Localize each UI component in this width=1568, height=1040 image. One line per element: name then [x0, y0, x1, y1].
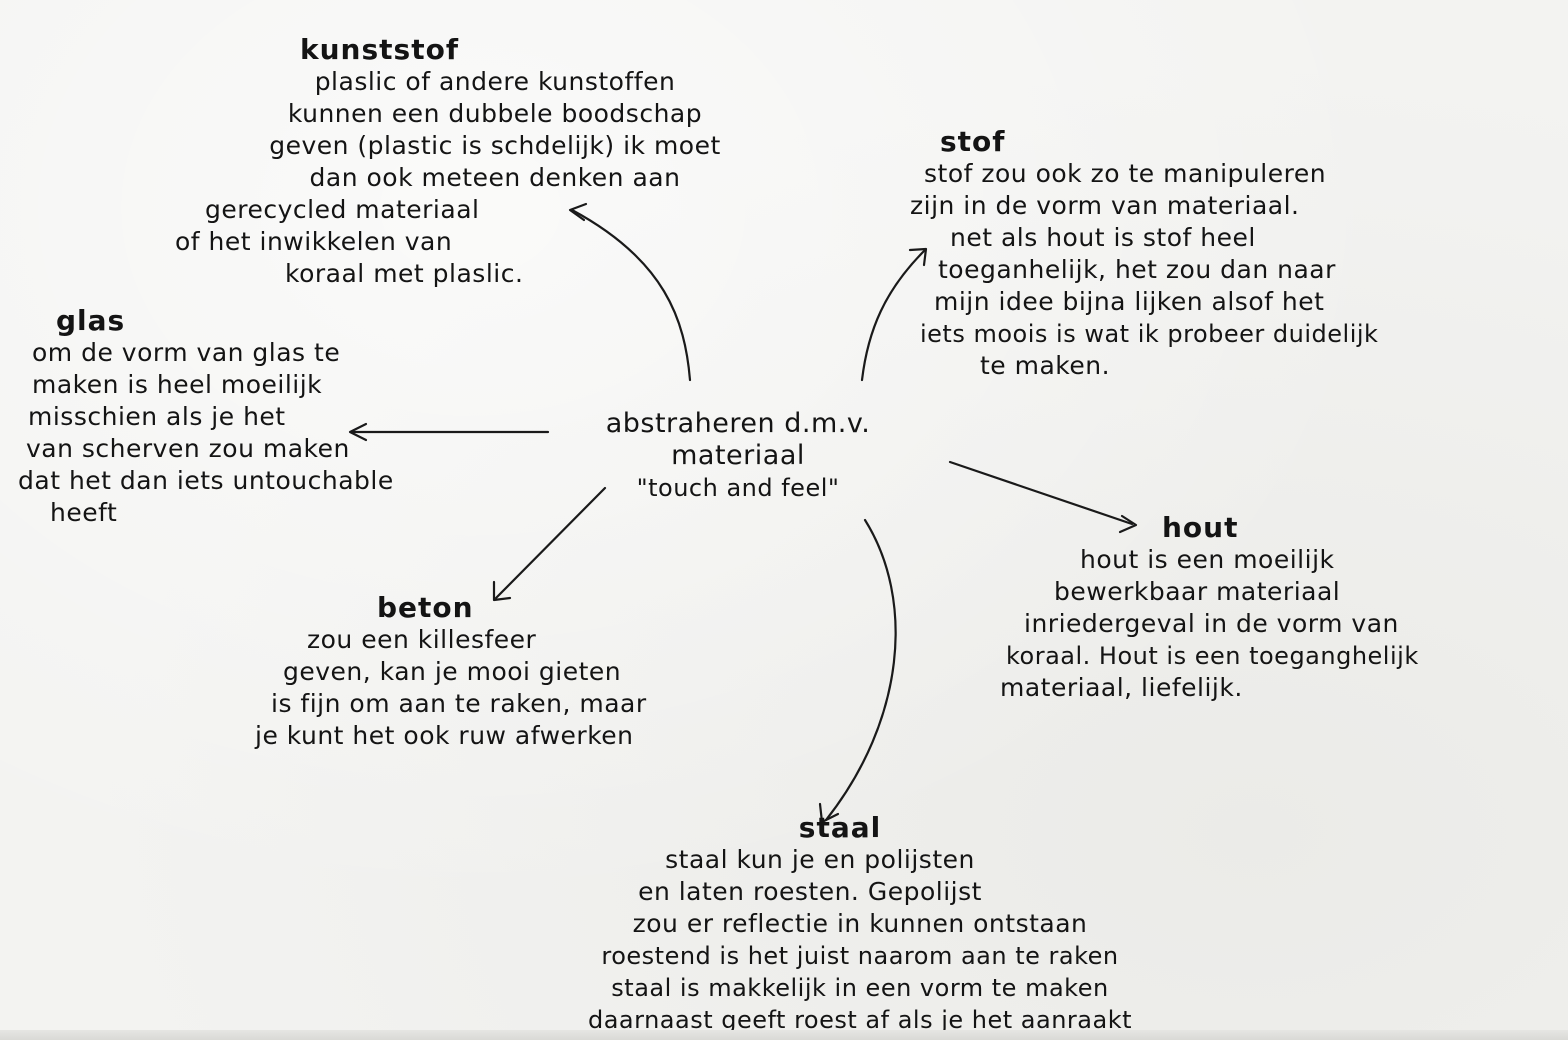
node-line: heeft	[50, 498, 118, 527]
node-line: of het inwikkelen van	[175, 227, 453, 256]
node-stof: stof stof zou ook zo te manipuleren zijn…	[910, 126, 1550, 382]
node-line: maken is heel moeilijk	[32, 370, 323, 399]
node-line: staal kun je en polijsten	[665, 845, 975, 874]
node-line: geven (plastic is schdelijk) ik moet	[269, 131, 721, 160]
node-line: misschien als je het	[28, 402, 286, 431]
node-line: toeganhelijk, het zou dan naar	[938, 255, 1336, 284]
node-title-staal: staal	[798, 811, 882, 844]
node-line: kunnen een dubbele boodschap	[287, 99, 703, 128]
node-line: om de vorm van glas te	[32, 338, 341, 367]
node-line: en laten roesten. Gepolijst	[638, 877, 982, 906]
node-line: bewerkbaar materiaal	[1054, 577, 1341, 606]
center-line-2: materiaal	[671, 440, 805, 471]
node-line: daarnaast geeft roest af als je het aanr…	[587, 1006, 1132, 1034]
node-title-hout: hout	[1162, 511, 1239, 544]
node-line: zou er reflectie in kunnen ontstaan	[632, 909, 1088, 938]
node-line: net als hout is stof heel	[950, 223, 1256, 252]
center-line-3: "touch and feel"	[636, 474, 840, 502]
center-topic: abstraheren d.m.v. materiaal "touch and …	[568, 408, 908, 504]
node-line: dan ook meteen denken aan	[309, 163, 681, 192]
node-line: van scherven zou maken	[26, 434, 350, 463]
node-hout: hout hout is een moeilijk bewerkbaar mat…	[1000, 512, 1560, 704]
node-line: geven, kan je mooi gieten	[283, 657, 622, 686]
node-line: zou een killesfeer	[307, 625, 537, 654]
node-beton: beton zou een killesfeer geven, kan je m…	[255, 592, 815, 752]
arrow-to-kunststof	[570, 208, 692, 382]
node-line: materiaal, liefelijk.	[1000, 673, 1243, 702]
center-line-1: abstraheren d.m.v.	[605, 408, 871, 439]
page-bottom-edge	[0, 1030, 1568, 1040]
node-title-beton: beton	[377, 591, 474, 624]
arrow-to-stof	[860, 248, 927, 382]
node-line: te maken.	[980, 351, 1111, 380]
node-title-kunststof: kunststof	[300, 33, 460, 66]
node-line: is fijn om aan te raken, maar	[271, 689, 647, 718]
arrowhead-hout	[1118, 514, 1138, 534]
arrowhead-staal	[818, 802, 840, 824]
node-title-glas: glas	[56, 304, 126, 337]
arrowhead-beton	[492, 580, 512, 602]
node-glas: glas om de vorm van glas te maken is hee…	[18, 305, 538, 529]
node-line: gerecycled materiaal	[205, 195, 480, 224]
node-staal: staal staal kun je en polijsten en laten…	[440, 812, 1280, 1036]
arrowhead-glas	[348, 422, 368, 442]
arrow-to-hout	[948, 460, 1134, 526]
node-line: koraal met plaslic.	[285, 259, 524, 288]
node-line: staal is makkelijk in een vorm te maken	[611, 974, 1109, 1002]
node-line: dat het dan iets untouchable	[18, 466, 394, 495]
arrow-to-staal	[824, 518, 897, 822]
node-line: zijn in de vorm van materiaal.	[910, 191, 1300, 220]
node-line: inriedergeval in de vorm van	[1024, 609, 1399, 638]
node-line: roestend is het juist naarom aan te rake…	[601, 942, 1119, 970]
node-kunststof: kunststof plaslic of andere kunstoffen k…	[170, 34, 820, 290]
node-line: plaslic of andere kunstoffen	[314, 67, 676, 96]
node-line: mijn idee bijna lijken alsof het	[934, 287, 1325, 316]
node-line: stof zou ook zo te manipuleren	[924, 159, 1327, 188]
node-line: hout is een moeilijk	[1080, 545, 1335, 574]
node-title-stof: stof	[940, 125, 1006, 158]
node-line: koraal. Hout is een toeganghelijk	[1006, 642, 1419, 670]
arrow-to-beton	[494, 486, 607, 600]
arrowhead-kunststof	[568, 202, 588, 222]
arrowhead-stof	[908, 247, 928, 267]
node-line: je kunt het ook ruw afwerken	[255, 721, 634, 750]
node-line: iets moois is wat ik probeer duidelijk	[920, 320, 1379, 348]
